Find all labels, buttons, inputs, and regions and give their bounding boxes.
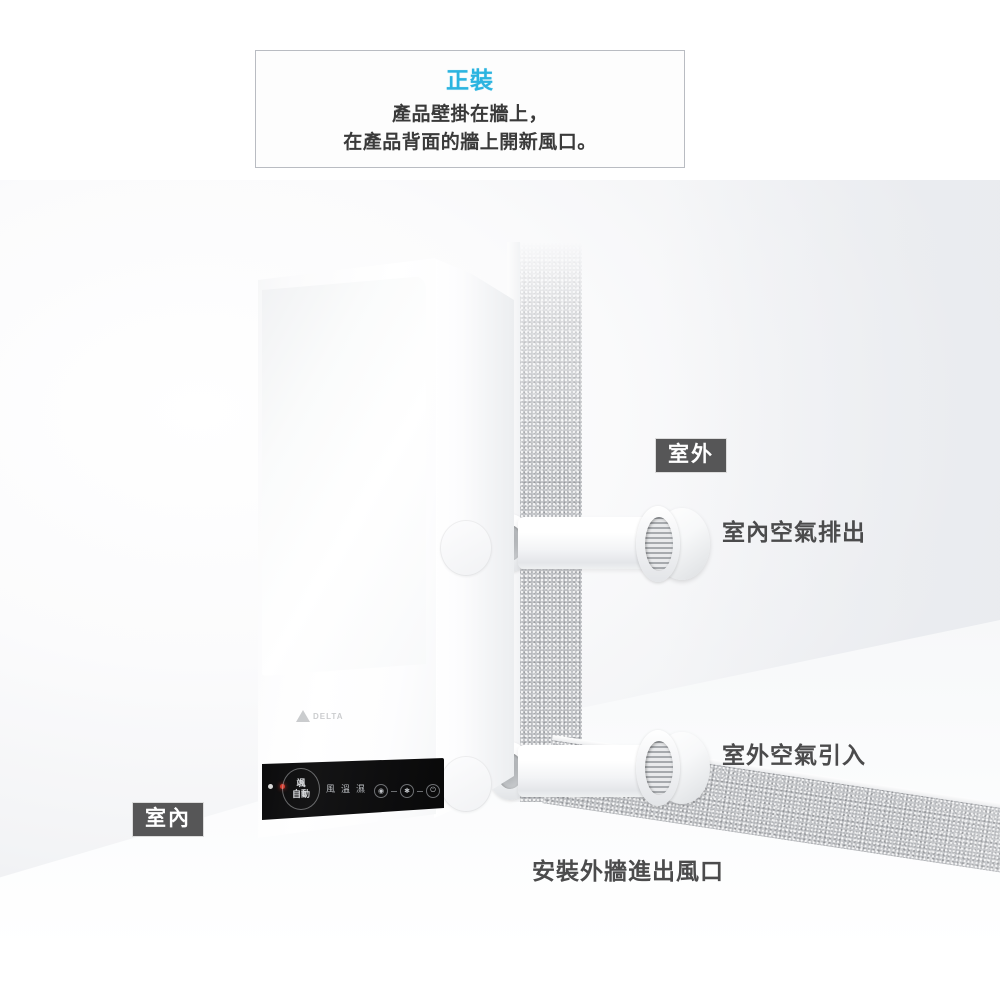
duct-upper-exhaust xyxy=(488,500,728,590)
panel-dial-top-label: 颯 xyxy=(296,778,306,788)
vent-grille-upper xyxy=(645,517,673,571)
panel-button-fan[interactable]: ✱ xyxy=(400,784,414,798)
duct-lower-intake xyxy=(488,728,728,818)
panel-status-icons: 風 溫 濕 xyxy=(326,782,365,795)
duct-lower-vent-cap xyxy=(636,730,710,806)
panel-divider-2 xyxy=(417,790,423,792)
installation-scene: DELTA 颯 自動 風 溫 濕 ◉ ✱ xyxy=(0,180,1000,950)
device-gloss-panel xyxy=(262,276,426,676)
device-knockout-lower xyxy=(440,756,492,812)
delta-logo: DELTA xyxy=(296,710,343,722)
label-outdoor-air-intake: 室外空氣引入 xyxy=(722,742,866,768)
label-indoor-air-exhaust: 室內空氣排出 xyxy=(722,519,866,545)
panel-divider-1 xyxy=(391,790,397,792)
badge-outdoor: 室外 xyxy=(655,438,727,473)
caption-title: 正裝 xyxy=(446,67,494,93)
badge-indoor: 室內 xyxy=(132,802,204,837)
delta-triangle-icon xyxy=(296,710,310,722)
ventilator-device: DELTA 颯 自動 風 溫 濕 ◉ ✱ xyxy=(244,258,524,838)
label-install-wall-vent: 安裝外牆進出風口 xyxy=(532,858,724,884)
panel-mode-dial[interactable]: 颯 自動 xyxy=(282,768,320,810)
panel-icon-temp: 溫 xyxy=(341,784,351,794)
vent-grille-lower xyxy=(645,741,673,795)
vent-ring-upper xyxy=(636,506,680,582)
duct-upper-vent-cap xyxy=(636,506,710,582)
panel-buttons[interactable]: ◉ ✱ ⏻ xyxy=(374,784,440,798)
caption-box: 正裝 產品壁掛在牆上， 在產品背面的牆上開新風口。 xyxy=(255,50,685,168)
caption-line-1: 產品壁掛在牆上， xyxy=(391,104,548,125)
panel-icon-humidity: 濕 xyxy=(356,784,366,794)
device-front-face xyxy=(258,258,436,838)
panel-icon-wind: 風 xyxy=(326,784,336,794)
vent-ring-lower xyxy=(636,730,680,806)
device-knockout-upper xyxy=(440,520,492,576)
panel-button-mode[interactable]: ◉ xyxy=(374,784,388,798)
panel-led-white xyxy=(268,784,273,789)
panel-button-power[interactable]: ⏻ xyxy=(426,784,440,798)
device-control-panel[interactable]: 颯 自動 風 溫 濕 ◉ ✱ ⏻ xyxy=(262,758,444,820)
panel-dial-bottom-label: 自動 xyxy=(291,789,310,799)
caption-line-2: 在產品背面的牆上開新風口。 xyxy=(343,132,597,153)
delta-wordmark: DELTA xyxy=(313,711,344,721)
